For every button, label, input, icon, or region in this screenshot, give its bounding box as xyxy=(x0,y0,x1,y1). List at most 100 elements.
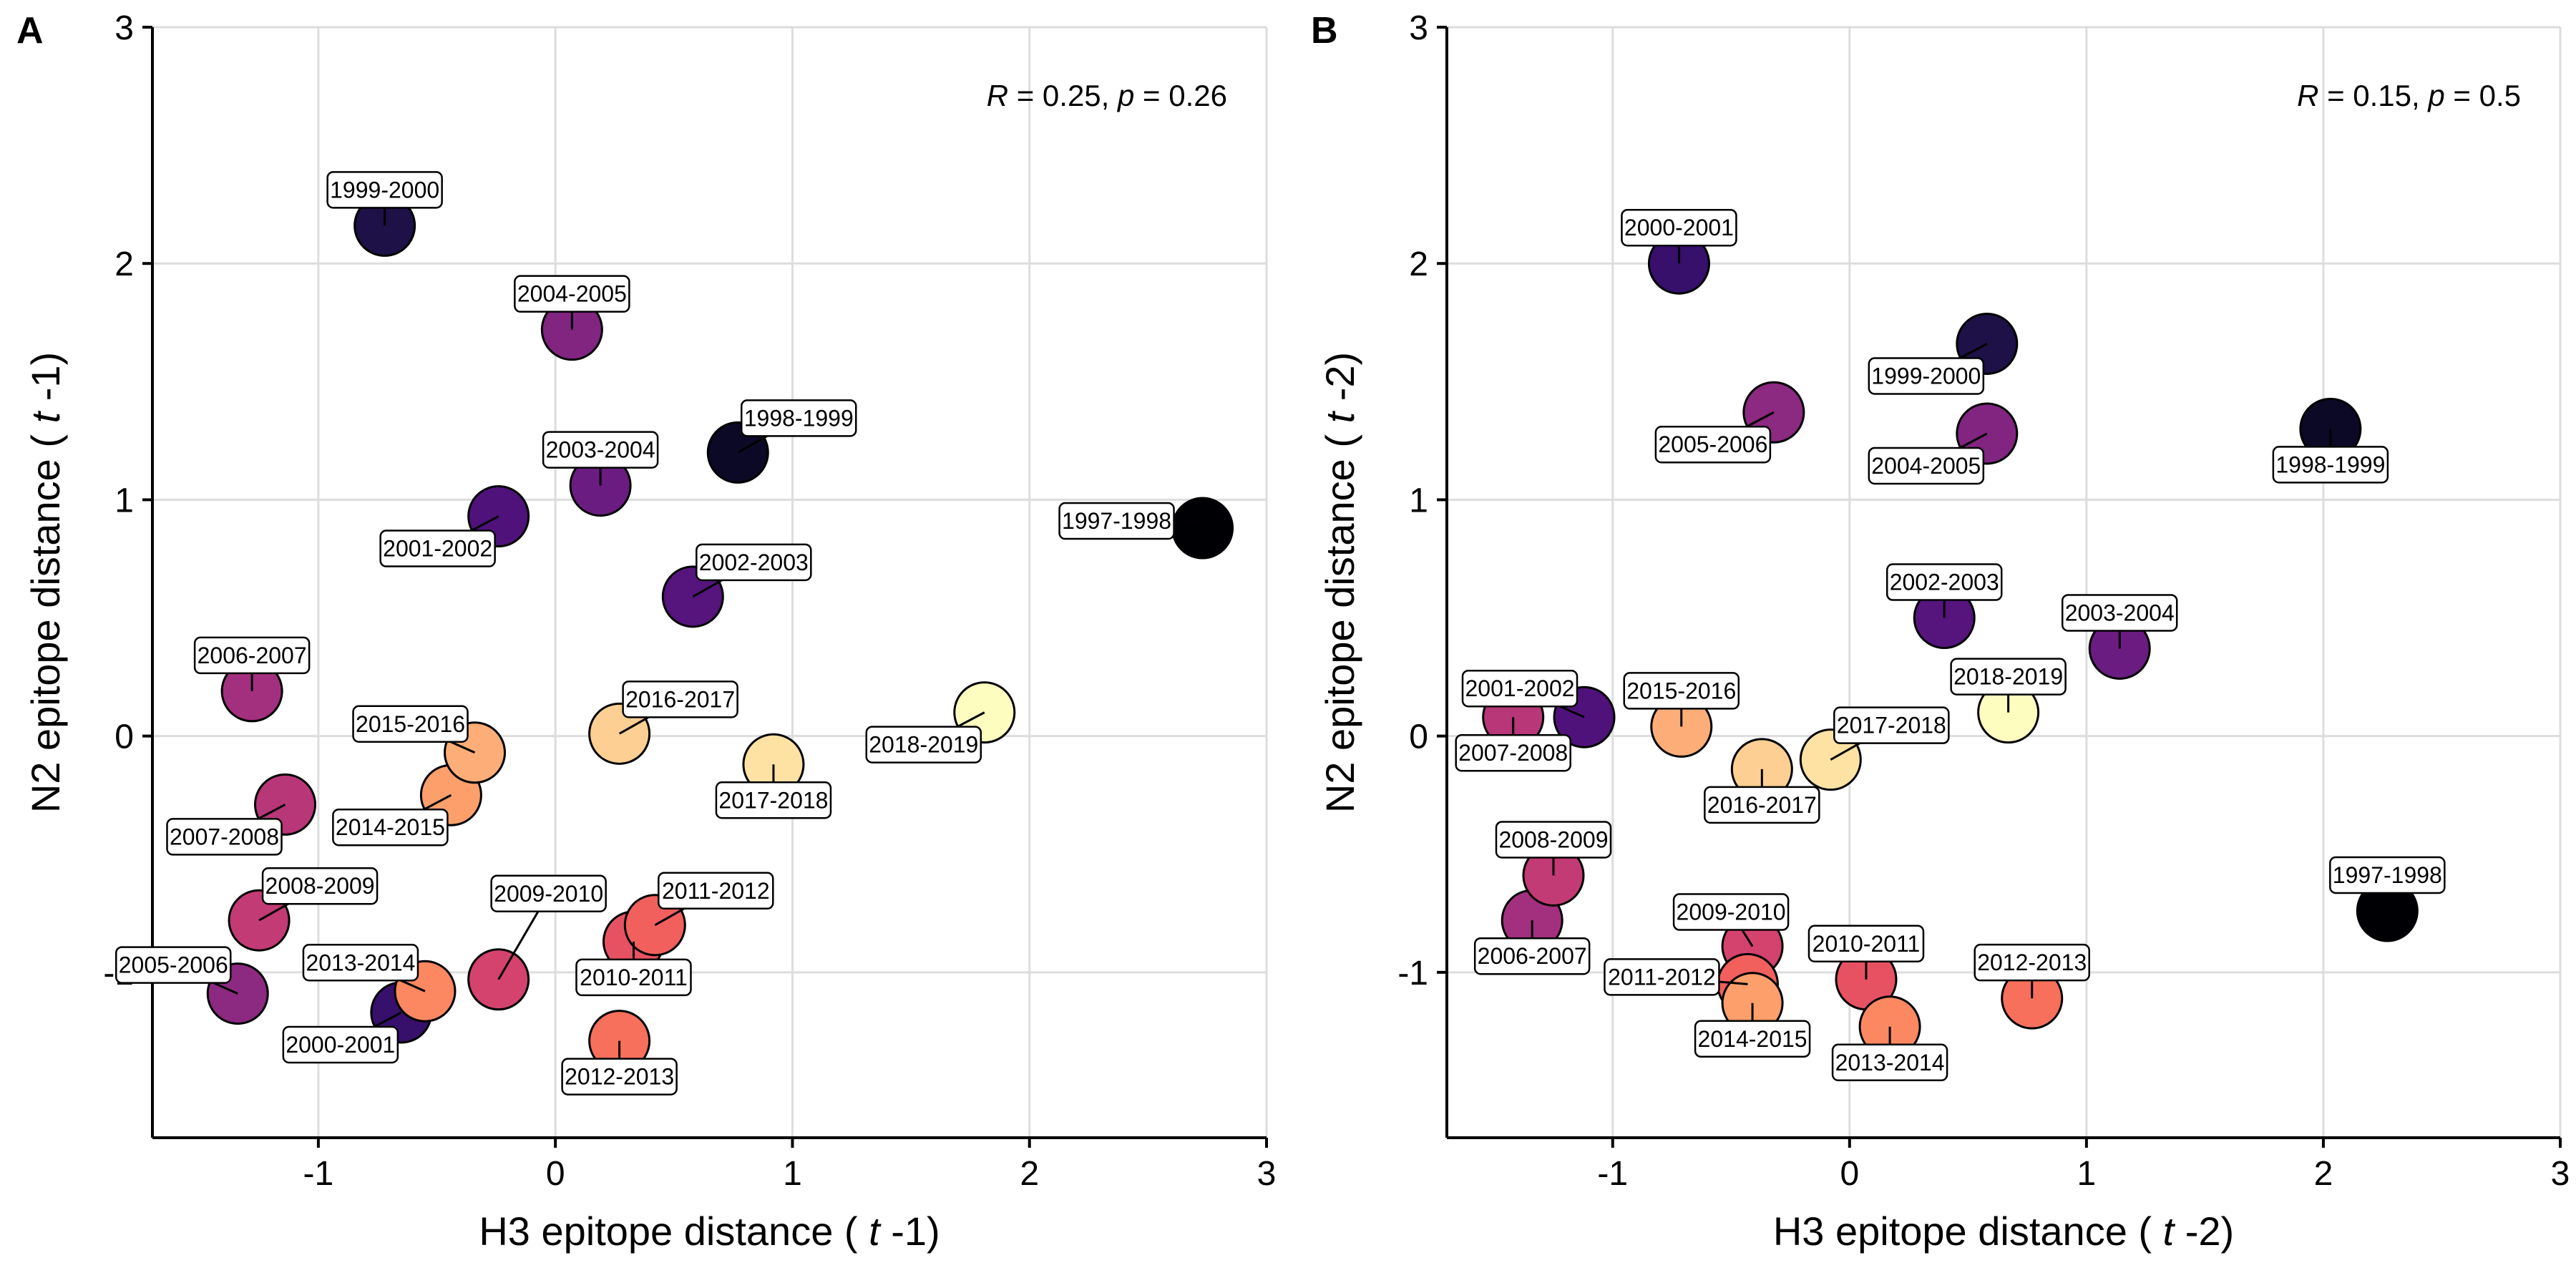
point-label-b-2007-2008: 2007-2008 xyxy=(1458,740,1568,766)
point-label-a-2011-2012: 2011-2012 xyxy=(662,878,770,904)
point-label-a-2005-2006: 2005-2006 xyxy=(119,952,228,978)
point-label-group-b-2013-2014: 2013-2014 xyxy=(1831,1026,1948,1082)
x-tick-label-a-3: 3 xyxy=(1257,1155,1277,1193)
label-box-b-2005-2006 xyxy=(1654,425,1772,464)
point-label-b-2018-2019: 2018-2019 xyxy=(1953,664,2063,690)
point-label-a-2012-2013: 2012-2013 xyxy=(565,1064,674,1090)
point-label-group-b-2003-2004: 2003-2004 xyxy=(2061,594,2178,649)
point-label-a-2014-2015: 2014-2015 xyxy=(336,814,445,840)
point-label-group-b-2000-2001: 2000-2001 xyxy=(1621,208,1737,264)
label-box-b-2009-2010 xyxy=(1672,893,1790,931)
x-axis-label-a: H3 epitope distance ( t -1) xyxy=(479,1209,940,1254)
point-label-a-1998-1999: 1998-1999 xyxy=(744,405,854,431)
point-label-b-2016-2017: 2016-2017 xyxy=(1707,792,1817,818)
panel-letter-b: B xyxy=(1311,10,1338,52)
label-box-b-1997-1998 xyxy=(2329,856,2446,894)
label-box-a-2018-2019 xyxy=(865,726,982,763)
label-box-a-1997-1998 xyxy=(1058,502,1175,540)
label-box-b-2017-2018 xyxy=(1833,706,1950,744)
label-box-a-2004-2005 xyxy=(514,275,630,313)
label-box-b-2000-2001 xyxy=(1621,208,1737,247)
point-label-group-b-2007-2008: 2007-2008 xyxy=(1455,717,1571,772)
point-label-group-a-2001-2002: 2001-2002 xyxy=(379,515,499,567)
label-box-b-2010-2011 xyxy=(1807,924,1925,963)
label-box-b-2007-2008 xyxy=(1455,733,1571,772)
point-label-a-2018-2019: 2018-2019 xyxy=(869,732,978,758)
point-label-b-2004-2005: 2004-2005 xyxy=(1871,453,1981,479)
axes-b xyxy=(1445,27,2560,1139)
y-tick-label-a-3: 3 xyxy=(114,9,134,47)
point-label-b-2006-2007: 2006-2007 xyxy=(1478,943,1587,969)
point-label-a-2009-2010: 2009-2010 xyxy=(494,881,603,907)
point-label-a-1999-2000: 1999-2000 xyxy=(330,177,439,203)
point-label-group-a-2018-2019: 2018-2019 xyxy=(865,711,985,763)
point-label-b-2002-2003: 2002-2003 xyxy=(1890,570,1999,595)
x-tick-label-a-0: 0 xyxy=(546,1155,565,1193)
label-box-b-2018-2019 xyxy=(1950,658,2067,696)
point-label-a-2016-2017: 2016-2017 xyxy=(625,686,735,712)
point-label-group-a-2004-2005: 2004-2005 xyxy=(514,275,630,330)
point-label-group-a-2003-2004: 2003-2004 xyxy=(542,431,659,486)
point-label-a-2010-2011: 2010-2011 xyxy=(580,965,688,990)
panel-letter-a: A xyxy=(16,10,44,52)
point-label-b-2011-2012: 2011-2012 xyxy=(1608,964,1716,990)
label-box-a-2003-2004 xyxy=(542,431,659,469)
point-label-group-b-2009-2010: 2009-2010 xyxy=(1672,893,1790,947)
x-tick-label-a-1: 1 xyxy=(783,1155,802,1193)
y-tick-label-a-2: 2 xyxy=(114,245,134,283)
label-box-b-2002-2003 xyxy=(1885,563,2003,601)
point-label-group-a-2000-2001: 2000-2001 xyxy=(282,1011,402,1064)
correlation-annotation-a: R = 0.25, p = 0.26 xyxy=(987,79,1227,112)
x-tick-label-b-3: 3 xyxy=(2551,1155,2570,1193)
y-tick-label-b-1: -1 xyxy=(1397,955,1428,992)
point-label-group-b-2017-2018: 2017-2018 xyxy=(1830,706,1950,761)
point-label-a-2004-2005: 2004-2005 xyxy=(517,281,627,307)
point-label-group-a-2015-2016: 2015-2016 xyxy=(352,705,476,754)
point-label-b-2000-2001: 2000-2001 xyxy=(1624,215,1734,240)
point-label-group-a-2005-2006: 2005-2006 xyxy=(115,946,238,995)
point-label-group-a-1998-1999: 1998-1999 xyxy=(737,399,857,454)
label-box-a-2013-2014 xyxy=(302,944,419,982)
point-label-a-2003-2004: 2003-2004 xyxy=(546,437,655,463)
point-label-b-1999-2000: 1999-2000 xyxy=(1871,363,1981,389)
point-label-group-a-2012-2013: 2012-2013 xyxy=(561,1040,678,1096)
point-label-group-a-2011-2012: 2011-2012 xyxy=(654,872,774,927)
point-labels-a: 1997-1998 1998-1999 1999-2000 2000-2001 2001… xyxy=(115,171,1203,1096)
label-box-a-2009-2010 xyxy=(490,874,607,913)
point-label-group-a-2013-2014: 2013-2014 xyxy=(302,944,426,992)
label-box-a-2008-2009 xyxy=(261,867,379,905)
label-box-b-2013-2014 xyxy=(1831,1043,1948,1082)
y-axis-label-b: N2 epitope distance ( t -2) xyxy=(1317,352,1362,813)
x-tick-label-a-1: -1 xyxy=(303,1155,334,1193)
point-label-b-2001-2002: 2001-2002 xyxy=(1465,675,1575,701)
point-label-b-2005-2006: 2005-2006 xyxy=(1658,431,1767,457)
grid-a xyxy=(152,26,1268,1138)
label-box-a-2007-2008 xyxy=(166,818,283,856)
y-tick-label-a-1: 1 xyxy=(114,482,134,519)
point-label-b-2008-2009: 2008-2009 xyxy=(1498,826,1608,852)
point-label-a-2000-2001: 2000-2001 xyxy=(286,1032,395,1058)
point-label-b-2017-2018: 2017-2018 xyxy=(1837,713,1946,738)
point-label-b-2010-2011: 2010-2011 xyxy=(1813,931,1921,957)
label-box-b-2015-2016 xyxy=(1623,672,1740,710)
correlation-annotation-b: R = 0.15, p = 0.5 xyxy=(2297,79,2521,112)
label-box-b-2003-2004 xyxy=(2061,594,2178,632)
point-label-group-b-2008-2009: 2008-2009 xyxy=(1495,821,1612,876)
point-labels-b: 1997-19981998-19991999-20002000-20012001… xyxy=(1455,208,2446,1082)
point-label-group-b-2006-2007: 2006-2007 xyxy=(1473,920,1591,975)
label-box-a-2010-2011 xyxy=(575,958,692,997)
y-tick-label-b-2: 2 xyxy=(1409,245,1428,283)
label-box-a-2005-2006 xyxy=(115,946,232,984)
label-box-a-2012-2013 xyxy=(561,1058,678,1096)
y-tick-label-b-1: 1 xyxy=(1409,482,1428,519)
x-tick-label-b-0: 0 xyxy=(1840,1155,1859,1193)
y-tick-label-a-0: 0 xyxy=(114,718,134,756)
point-label-group-a-2009-2010: 2009-2010 xyxy=(490,874,607,980)
point-label-a-2013-2014: 2013-2014 xyxy=(306,950,415,975)
label-box-b-2012-2013 xyxy=(1974,943,2090,982)
point-label-b-1997-1998: 1997-1998 xyxy=(2333,862,2442,888)
point-label-a-1997-1998: 1997-1998 xyxy=(1062,508,1171,534)
